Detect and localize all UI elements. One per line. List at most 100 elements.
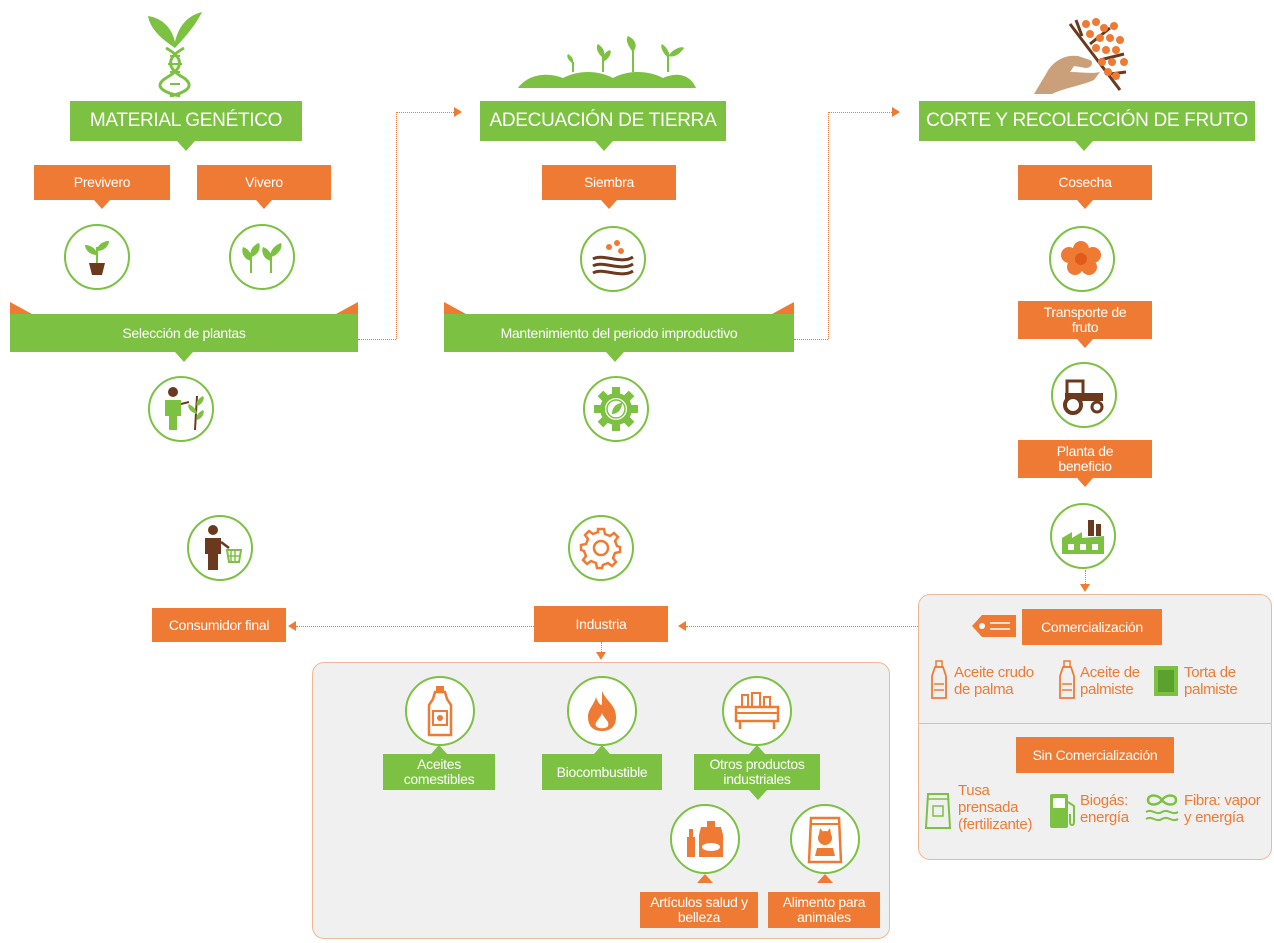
connector-arrow bbox=[596, 652, 606, 660]
banner-pointer bbox=[177, 141, 195, 151]
previvero-box: Previvero bbox=[34, 165, 170, 200]
aceites-comestibles-box: Aceites comestibles bbox=[383, 754, 495, 790]
banner-pointer bbox=[595, 141, 613, 151]
factory-circle bbox=[1050, 503, 1116, 569]
connector-line bbox=[601, 642, 602, 652]
biocombustible-label: Biocombustible bbox=[556, 763, 648, 780]
box-pointer bbox=[601, 200, 617, 209]
flame-circle bbox=[567, 676, 637, 746]
banner-pointer bbox=[1075, 141, 1093, 151]
connector-line bbox=[828, 112, 892, 113]
dna-sprout-icon bbox=[148, 12, 202, 98]
connector-line bbox=[686, 626, 918, 627]
vivero-label: Vivero bbox=[245, 174, 283, 190]
connector-arrow bbox=[288, 621, 296, 631]
comercializacion-title: Comercialización bbox=[1041, 618, 1143, 635]
connector-line bbox=[794, 339, 828, 340]
industrial-products-icon bbox=[734, 692, 780, 729]
fuel-pump-icon bbox=[1050, 794, 1075, 828]
soil-seeds-icon bbox=[592, 240, 634, 276]
previvero-label: Previvero bbox=[73, 174, 131, 190]
otros-productos-box: Otros productos industriales bbox=[694, 754, 820, 790]
alimento-animales-box: Alimento para animales bbox=[768, 892, 880, 928]
box-pointer bbox=[1077, 478, 1093, 487]
box-pointer bbox=[94, 200, 110, 209]
beauty-products-icon bbox=[687, 821, 723, 857]
corte-banner: CORTE Y RECOLECCIÓN DE FRUTO bbox=[919, 101, 1255, 141]
fibra-text: Fibra: vapor y energía bbox=[1184, 792, 1261, 826]
farmer-plant-icon bbox=[165, 387, 204, 431]
seedlings-icon bbox=[242, 243, 282, 273]
industrial-products-circle bbox=[722, 676, 792, 746]
soil-seed-circle bbox=[580, 226, 646, 292]
potted-plant-icon bbox=[85, 241, 109, 275]
beauty-circle bbox=[670, 804, 740, 874]
aceite-palmiste-text: Aceite de palmiste bbox=[1080, 664, 1140, 698]
connector-line bbox=[358, 339, 396, 340]
gear-icon bbox=[579, 527, 622, 570]
tractor-circle bbox=[1051, 362, 1117, 428]
panel-divider bbox=[918, 723, 1272, 724]
gear-leaf-circle bbox=[583, 376, 649, 442]
mantenimiento-label: Mantenimiento del periodo improductivo bbox=[500, 325, 738, 341]
banner-pointer bbox=[606, 352, 624, 362]
connector-arrow bbox=[892, 107, 900, 117]
tusa-text: Tusa prensada (fertilizante) bbox=[958, 782, 1033, 833]
otros-productos-label: Otros productos industriales bbox=[709, 756, 805, 787]
connector-arrow bbox=[454, 107, 462, 117]
palm-fruit-circle bbox=[1049, 226, 1115, 292]
corte-title: CORTE Y RECOLECCIÓN DE FRUTO bbox=[926, 110, 1248, 131]
pet-food-bag-icon bbox=[807, 816, 843, 864]
banner-flag bbox=[444, 302, 466, 314]
box-pointer bbox=[431, 745, 447, 754]
potted-plant-circle bbox=[64, 224, 130, 290]
sack-icon bbox=[924, 793, 952, 829]
connector-line bbox=[828, 112, 829, 339]
salud-belleza-box: Artículos salud y belleza bbox=[640, 892, 758, 928]
palm-cake-icon bbox=[1154, 666, 1178, 696]
salud-belleza-label: Artículos salud y belleza bbox=[650, 894, 748, 925]
gear-leaf-icon bbox=[594, 387, 638, 431]
oil-bottle-icon bbox=[931, 660, 947, 699]
oil-bottle-circle bbox=[405, 676, 475, 746]
biocombustible-box: Biocombustible bbox=[542, 754, 662, 790]
box-pointer bbox=[1077, 200, 1093, 209]
comercializacion-box: Comercialización bbox=[1022, 609, 1162, 645]
seleccion-plantas-label: Selección de plantas bbox=[122, 325, 246, 341]
planta-beneficio-box: Planta de beneficio bbox=[1018, 440, 1152, 478]
box-pointer bbox=[697, 874, 713, 883]
consumer-basket-icon bbox=[205, 525, 243, 570]
transporte-box: Transporte de fruto bbox=[1018, 301, 1152, 339]
palm-fruit-icon bbox=[1061, 241, 1101, 275]
box-pointer bbox=[1077, 339, 1093, 348]
box-pointer bbox=[256, 200, 272, 209]
farmer-circle bbox=[148, 376, 214, 442]
oil-bottle-icon bbox=[427, 686, 453, 737]
cosecha-label: Cosecha bbox=[1058, 174, 1112, 190]
seleccion-plantas-banner: Selección de plantas bbox=[10, 314, 358, 352]
banner-pointer bbox=[175, 352, 193, 362]
siembra-label: Siembra bbox=[583, 174, 635, 190]
material-genetico-title: MATERIAL GENÉTICO bbox=[89, 110, 283, 131]
vivero-box: Vivero bbox=[197, 165, 331, 200]
connector-line bbox=[396, 112, 397, 339]
adecuacion-title: ADECUACIÓN DE TIERRA bbox=[489, 110, 717, 131]
aceites-comestibles-label: Aceites comestibles bbox=[403, 756, 475, 787]
factory-icon bbox=[1062, 520, 1104, 554]
industry-gear-circle bbox=[568, 515, 634, 581]
connector-arrow bbox=[1080, 584, 1090, 592]
connector-line bbox=[296, 626, 534, 627]
cosecha-box: Cosecha bbox=[1018, 165, 1152, 200]
consumidor-final-label: Consumidor final bbox=[168, 616, 270, 633]
pet-food-circle bbox=[790, 804, 860, 874]
aceite-crudo-text: Aceite crudo de palma bbox=[954, 664, 1034, 698]
box-pointer bbox=[749, 790, 767, 800]
mantenimiento-banner: Mantenimiento del periodo improductivo bbox=[444, 314, 794, 352]
infinity-waves-icon bbox=[1145, 794, 1179, 822]
banner-flag bbox=[772, 302, 794, 314]
sin-comercializacion-title: Sin Comercialización bbox=[1032, 746, 1158, 763]
industria-box: Industria bbox=[534, 606, 668, 642]
flame-icon bbox=[588, 691, 616, 731]
connector-arrow bbox=[678, 621, 686, 631]
oil-bottle-icon bbox=[1059, 660, 1075, 699]
